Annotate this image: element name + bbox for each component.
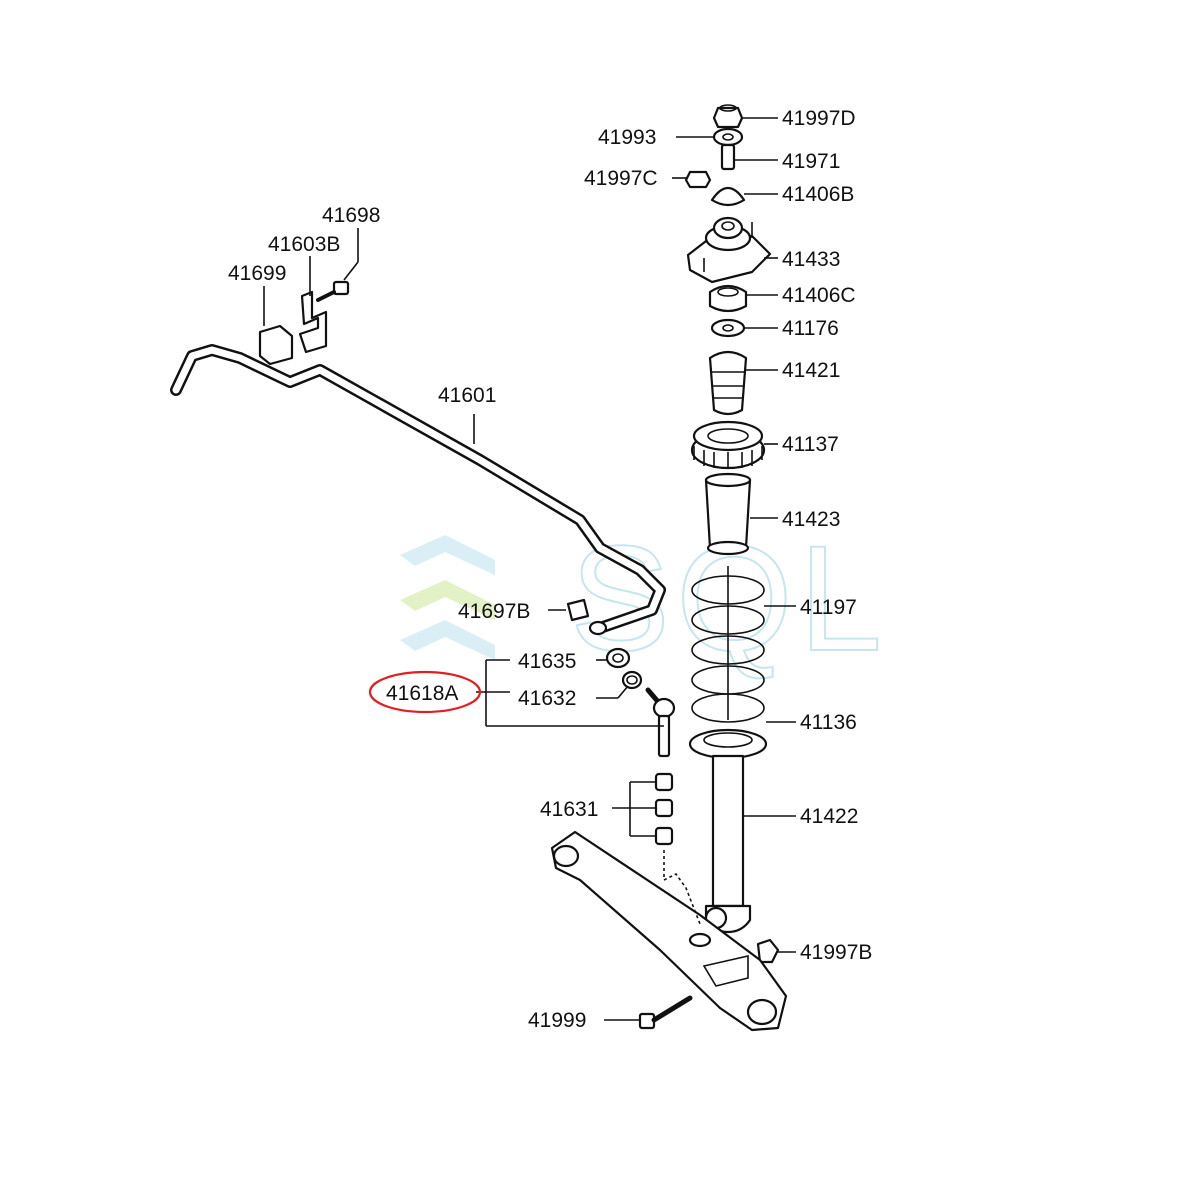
label-41618A: 41618A — [386, 682, 458, 705]
bushing-41699-icon — [258, 324, 294, 366]
bracket-41603B-icon — [298, 290, 328, 354]
label-41422: 41422 — [800, 805, 858, 828]
collar-41971-icon — [720, 143, 736, 171]
nut-41997D-icon — [712, 104, 744, 129]
stabilizer-link-41618A-icon — [645, 687, 676, 758]
label-41631: 41631 — [540, 798, 598, 821]
bolt-41698-icon — [316, 280, 350, 302]
part-labels: 41997D 41993 41971 41997C 41406B 41433 4… — [228, 107, 872, 1032]
label-41603B: 41603B — [268, 233, 340, 256]
label-41136: 41136 — [800, 711, 857, 734]
shock-absorber-41422-icon — [704, 754, 752, 934]
label-41176: 41176 — [782, 317, 839, 340]
label-41421: 41421 — [782, 359, 840, 382]
label-41997C: 41997C — [584, 167, 658, 190]
label-41601: 41601 — [438, 384, 496, 407]
label-41971: 41971 — [782, 150, 840, 173]
lower-arm-icon — [550, 830, 788, 1032]
dust-boot-41423-icon — [704, 472, 752, 556]
bolt-41997B-icon — [756, 938, 780, 964]
spring-seat-41136-icon — [688, 728, 768, 760]
bushing-41406B-icon — [710, 186, 746, 207]
bushing-41635-icon — [605, 647, 631, 669]
bolt-41999-icon — [638, 995, 693, 1030]
highlight-circle — [368, 670, 482, 714]
label-41137: 41137 — [782, 433, 839, 456]
bushing-41697B-icon — [566, 598, 590, 622]
coil-spring-41197-icon — [691, 566, 765, 723]
label-41698: 41698 — [322, 204, 380, 227]
ring-41632-icon — [621, 670, 643, 690]
label-41197: 41197 — [800, 596, 857, 619]
label-41433: 41433 — [782, 248, 840, 271]
bump-stop-41421-icon — [708, 350, 748, 416]
label-41699: 41699 — [228, 262, 286, 285]
label-41993: 41993 — [598, 126, 656, 149]
washer-41993-icon — [712, 127, 744, 147]
stabilizer-bar-41601-icon — [170, 344, 666, 636]
bushings-41631-icon — [654, 772, 701, 925]
leader-lines — [263, 117, 796, 1021]
label-41406C: 41406C — [782, 284, 856, 307]
strut-mount-41433-icon — [686, 216, 772, 284]
nut-41997C-icon — [684, 170, 712, 189]
washer-41176-icon — [710, 318, 746, 338]
label-41406B: 41406B — [782, 183, 854, 206]
label-41997D: 41997D — [782, 107, 856, 130]
bushing-41406C-icon — [708, 284, 748, 313]
label-41997B: 41997B — [800, 941, 872, 964]
label-41697B: 41697B — [458, 600, 530, 623]
label-41632: 41632 — [518, 687, 576, 710]
label-41635: 41635 — [518, 650, 576, 673]
label-41999: 41999 — [528, 1009, 586, 1032]
spring-seat-41137-icon — [690, 420, 766, 470]
label-41423: 41423 — [782, 508, 840, 531]
